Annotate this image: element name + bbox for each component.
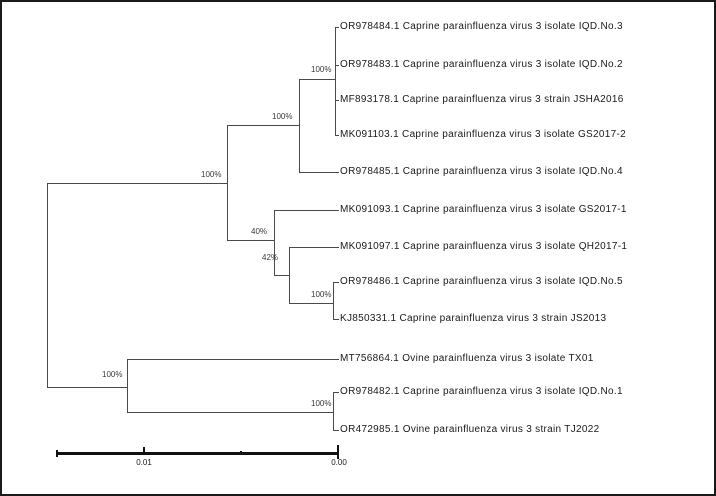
scale-bar-tick-000 [337, 445, 339, 459]
taxon-label-iqd-no5: OR978486.1 Caprine parainfluenza virus 3… [340, 276, 623, 287]
bootstrap-label-ovine: 100% [102, 370, 123, 379]
branch-tip-tx01 [127, 359, 339, 360]
taxon-label-tx01: MT756864.1 Ovine parainfluenza virus 3 i… [340, 353, 594, 364]
branch-tip-jsha2016 [335, 100, 339, 101]
bootstrap-label-iqd1-tj2022: 100% [311, 399, 332, 408]
connector-top5-clade [299, 79, 300, 173]
branch-to-top5-clade [227, 125, 299, 126]
branch-to-gs2017-1-group [227, 240, 274, 241]
branch-to-qh2017-1-group [274, 275, 289, 276]
connector-root [47, 183, 48, 388]
branch-root-to-caprine-clade [47, 183, 227, 184]
branch-tip-iqd-no2 [335, 65, 339, 66]
branch-tip-js2013 [333, 319, 339, 320]
connector-top4-clade [335, 27, 336, 136]
bootstrap-label-caprine: 100% [201, 170, 222, 179]
branch-root-to-ovine-clade [47, 387, 127, 388]
connector-iqd1-tj2022 [333, 392, 334, 431]
connector-gs2017-1-group [274, 210, 275, 276]
scale-label-000: 0.00 [331, 458, 347, 467]
scale-bar-line [57, 452, 339, 455]
taxon-label-gs2017-2: MK091103.1 Caprine parainfluenza virus 3… [340, 129, 626, 140]
connector-caprine-main [227, 125, 228, 241]
taxon-label-iqd-no1: OR978482.1 Caprine parainfluenza virus 3… [340, 386, 623, 397]
connector-ovine-outgroup [127, 359, 128, 413]
taxon-label-iqd-no2: OR978483.1 Caprine parainfluenza virus 3… [340, 59, 623, 70]
bootstrap-label-iqd5-js2013: 100% [311, 290, 332, 299]
bootstrap-label-gs-group: 40% [251, 227, 268, 236]
branch-tip-iqd-no3 [335, 27, 339, 28]
branch-tip-gs2017-2 [335, 135, 339, 136]
bootstrap-label-top5: 100% [272, 112, 293, 121]
connector-qh2017-1-group [289, 247, 290, 304]
taxon-label-js2013: KJ850331.1 Caprine parainfluenza virus 3… [340, 313, 607, 324]
bootstrap-label-qh-group: 42% [262, 253, 279, 262]
branch-tip-iqd-no1 [333, 392, 339, 393]
scale-label-001: 0.01 [136, 458, 152, 467]
connector-iqd5-js2013 [333, 282, 334, 320]
scale-bar-tick-mid [240, 451, 242, 455]
branch-tip-iqd-no4 [299, 172, 339, 173]
branch-to-top4-clade [299, 79, 335, 80]
taxon-label-tj2022: OR472985.1 Ovine parainfluenza virus 3 s… [340, 424, 600, 435]
bootstrap-label-top4: 100% [311, 65, 332, 74]
branch-to-iqd5-js2013-clade [289, 303, 333, 304]
taxon-label-iqd-no4: OR978485.1 Caprine parainfluenza virus 3… [340, 166, 623, 177]
taxon-label-iqd-no3: OR978484.1 Caprine parainfluenza virus 3… [340, 21, 623, 32]
taxon-label-jsha2016: MF893178.1 Caprine parainfluenza virus 3… [340, 94, 624, 105]
scale-bar-tick-001 [143, 447, 145, 455]
taxon-label-qh2017-1: MK091097.1 Caprine parainfluenza virus 3… [340, 241, 628, 252]
branch-tip-tj2022 [333, 430, 339, 431]
branch-tip-iqd-no5 [333, 282, 339, 283]
taxon-label-gs2017-1: MK091093.1 Caprine parainfluenza virus 3… [340, 204, 627, 215]
branch-tip-gs2017-1 [274, 210, 339, 211]
scale-bar-tick-left-end [56, 450, 58, 457]
branch-tip-qh2017-1 [289, 247, 339, 248]
branch-to-iqd1-tj2022-clade [127, 412, 333, 413]
